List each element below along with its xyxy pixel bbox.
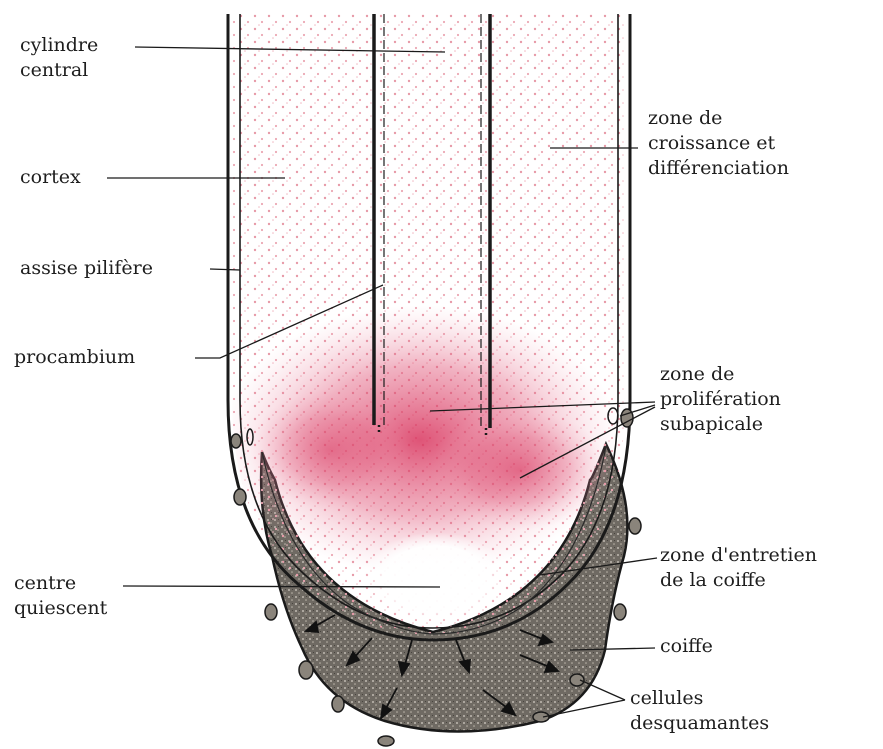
label-cylindre-central: cylindre central: [20, 33, 98, 83]
label-line: zone de: [648, 106, 789, 131]
label-procambium: procambium: [14, 345, 135, 370]
label-centre-quiescent: centre quiescent: [14, 571, 107, 621]
label-line: desquamantes: [630, 711, 769, 736]
label-line: assise pilifère: [20, 256, 153, 281]
label-assise-pilifere: assise pilifère: [20, 256, 153, 281]
label-line: quiescent: [14, 596, 107, 621]
label-zone-croissance: zone de croissance et différenciation: [648, 106, 789, 181]
label-line: subapicale: [660, 412, 781, 437]
label-line: croissance et: [648, 131, 789, 156]
label-zone-entretien: zone d'entretien de la coiffe: [660, 543, 817, 593]
label-line: prolifération: [660, 387, 781, 412]
label-line: zone d'entretien: [660, 543, 817, 568]
quiescent-centre: [363, 532, 507, 624]
label-cortex: cortex: [20, 165, 81, 190]
label-line: différenciation: [648, 156, 789, 181]
label-line: central: [20, 58, 98, 83]
label-line: procambium: [14, 345, 135, 370]
label-line: cellules: [630, 686, 769, 711]
label-line: centre: [14, 571, 107, 596]
label-cellules-desquamantes: cellules desquamantes: [630, 686, 769, 736]
label-line: cortex: [20, 165, 81, 190]
label-zone-proliferation: zone de prolifération subapicale: [660, 362, 781, 437]
label-coiffe: coiffe: [660, 634, 713, 659]
label-line: zone de: [660, 362, 781, 387]
label-line: de la coiffe: [660, 568, 817, 593]
label-line: cylindre: [20, 33, 98, 58]
label-line: coiffe: [660, 634, 713, 659]
